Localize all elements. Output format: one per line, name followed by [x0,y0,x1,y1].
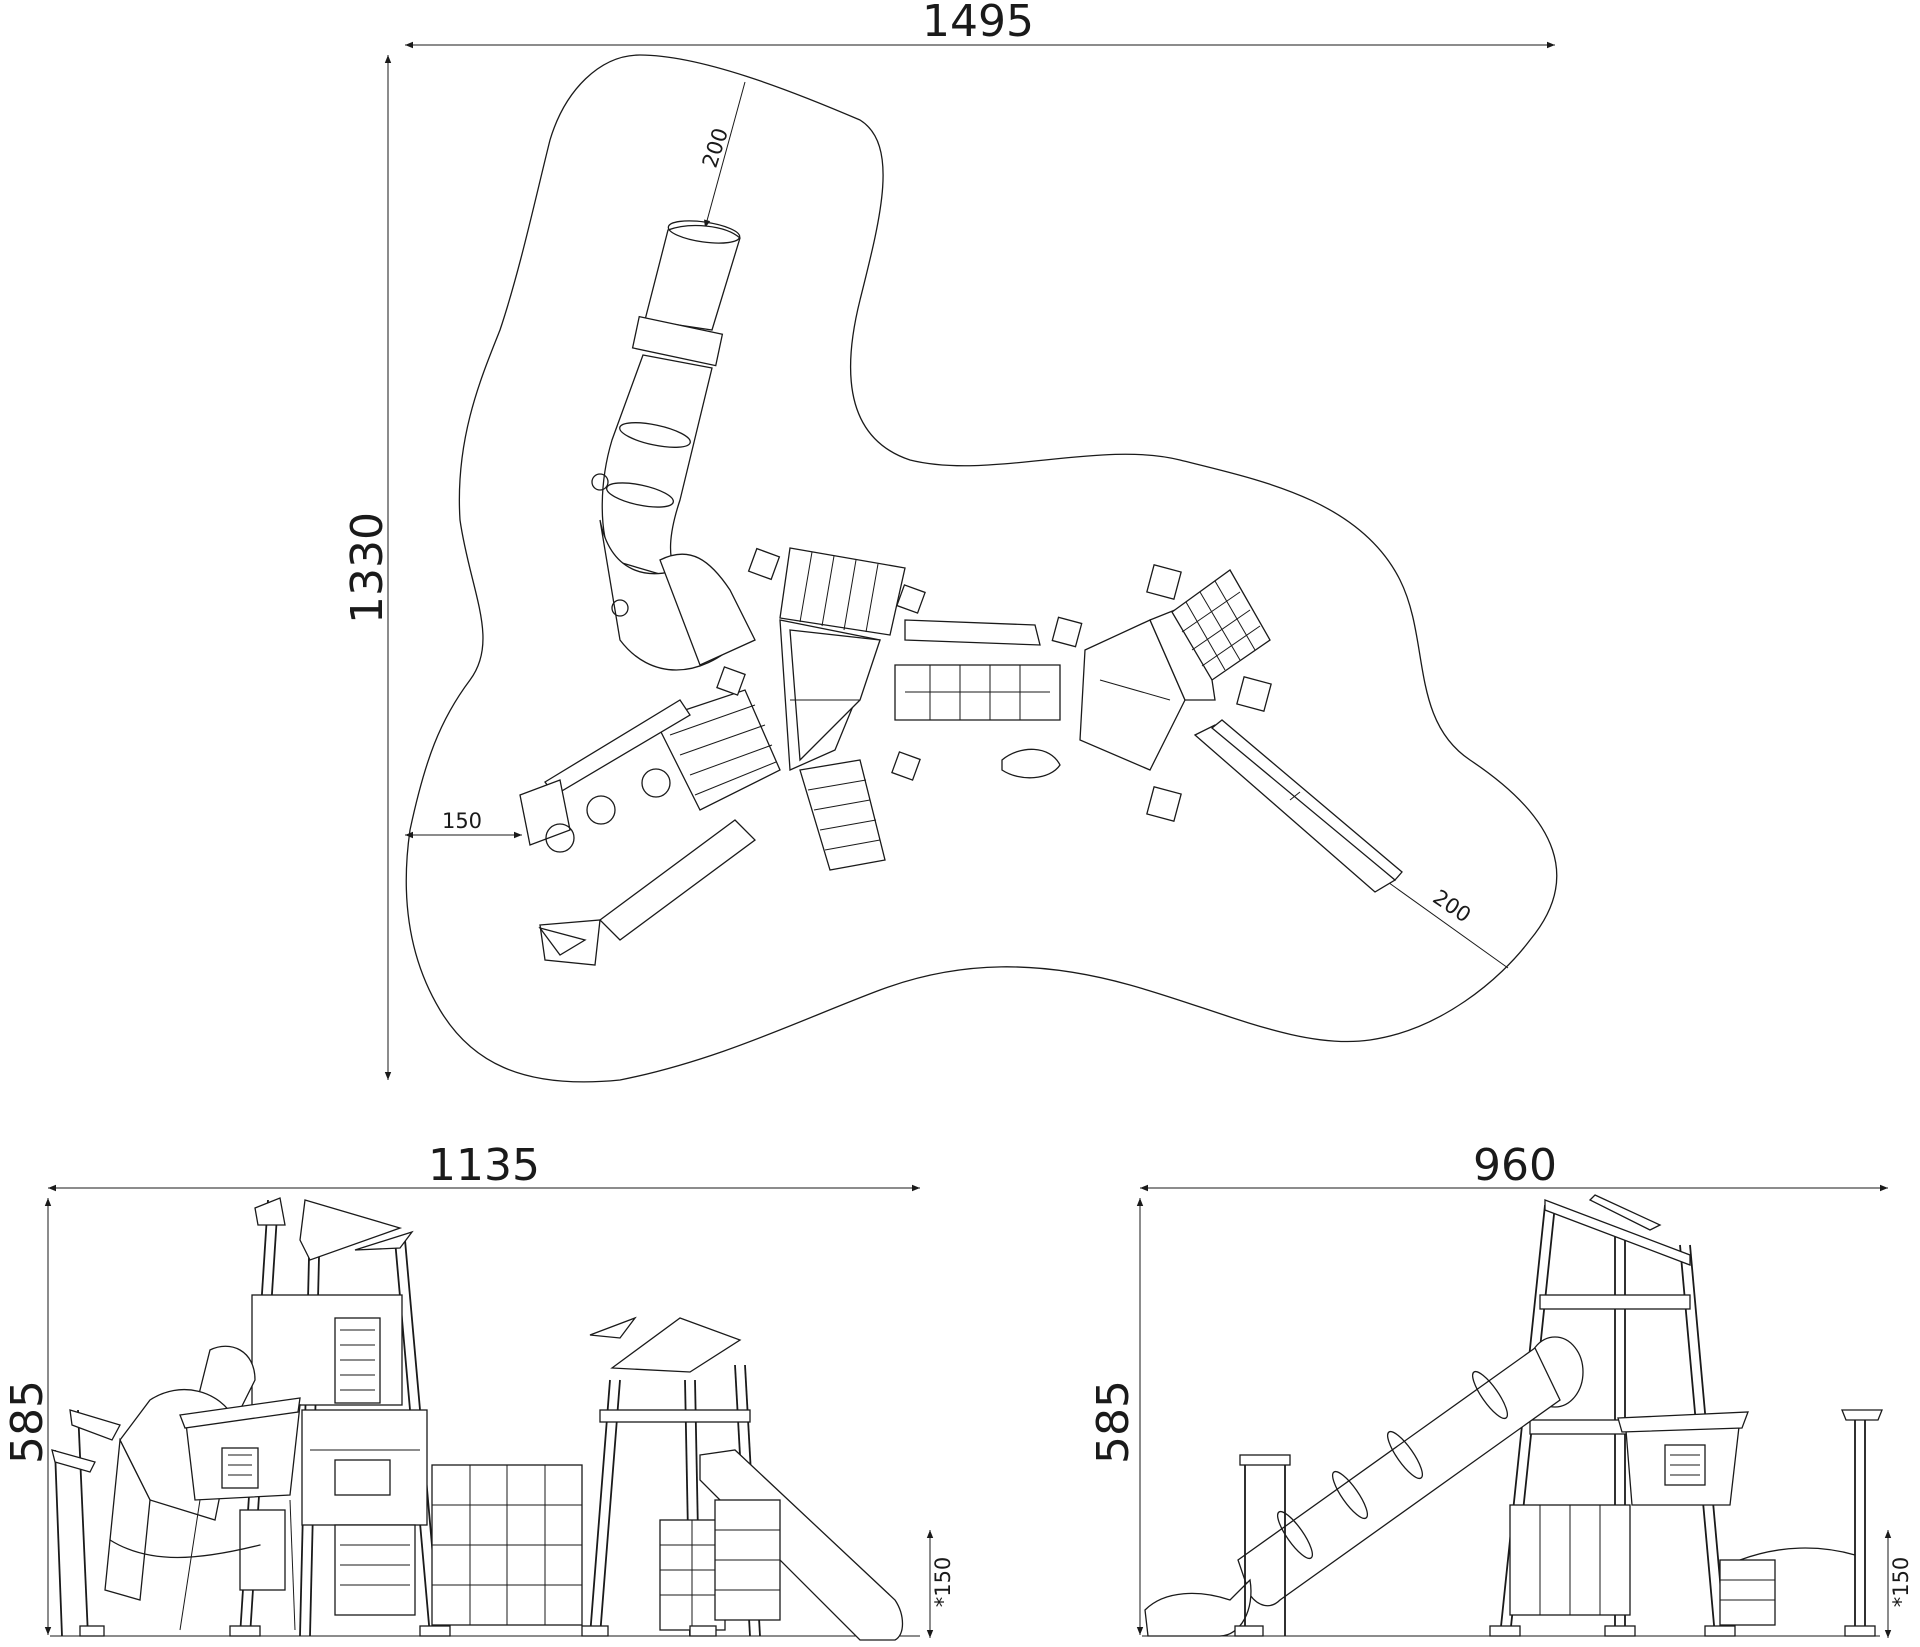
roof-planks [779,547,906,636]
tube-slide-plan [591,220,756,671]
tube-slide-side [1237,1336,1584,1607]
straight-slide-plan [1193,719,1403,893]
clearance-right-line [1377,874,1509,969]
plan-view: 1495 1330 200 150 200 [342,0,1558,1083]
clearance-right-label: 200 [1429,885,1476,927]
safety-zone-outline [405,54,1558,1083]
plan-depth-label: 1330 [342,512,393,624]
clearance-top-label: 200 [698,125,733,171]
front-elevation: 1135 585 *150 [2,1140,955,1641]
right-tower-plan [1001,564,1272,822]
central-tower-plan [654,547,926,811]
net-bridge-plan [894,619,1061,721]
plan-width-label: 1495 [922,0,1034,47]
side-width-label: 960 [1473,1140,1557,1191]
rope-ladder-plan [799,759,886,871]
net-climber-front [431,1464,583,1626]
clearance-left-label: 150 [442,809,482,833]
side-fall-height-label: *150 [1889,1557,1913,1608]
balance-beam-left-plan [519,699,756,966]
front-fall-height-label: *150 [931,1557,955,1608]
front-height-label: 585 [2,1380,53,1464]
side-height-label: 585 [1088,1380,1139,1464]
clearance-top-line [704,81,746,229]
stepping-stones-plan [545,768,671,853]
side-elevation: 960 585 *150 [1088,1140,1913,1638]
front-width-label: 1135 [428,1140,540,1191]
